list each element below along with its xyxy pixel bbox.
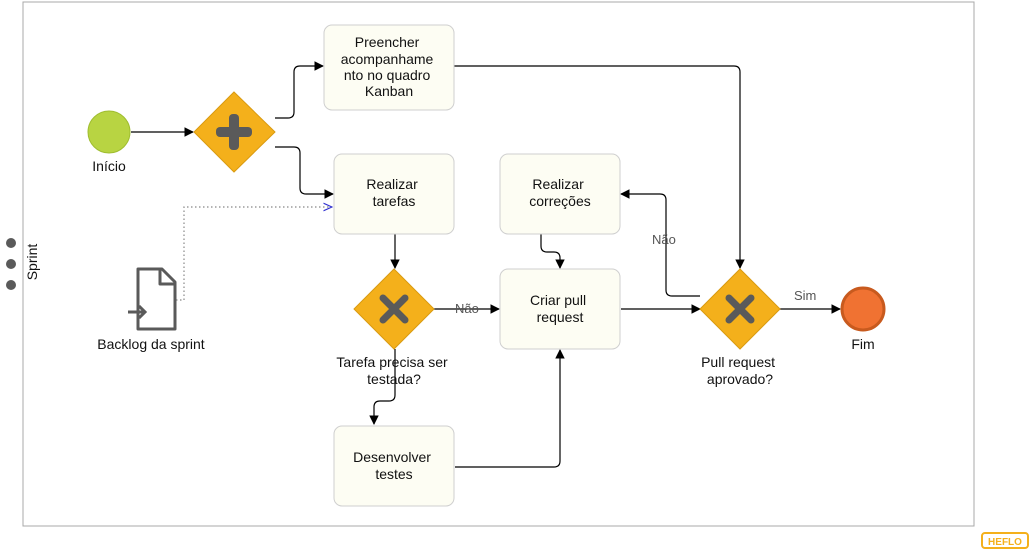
data-object-label: Backlog da sprint <box>97 336 205 352</box>
start-event-label: Início <box>92 158 126 174</box>
flow-parallel-to-kanban <box>275 61 324 119</box>
task-criar-pull-request[interactable]: Criar pull request <box>499 268 621 350</box>
flow-parallel-to-tarefas <box>275 146 334 199</box>
gateway-label-tarefa-testada: Tarefa precisa ser testada? <box>336 354 451 387</box>
pool-border <box>22 1 975 527</box>
svg-text:Realizar correções: Realizar correções <box>529 176 590 209</box>
flow-gateway-to-testes <box>369 349 396 425</box>
task-desenvolver-testes[interactable]: Desenvolver testes <box>333 425 455 507</box>
flow-kanban-to-approval <box>454 65 745 269</box>
exclusive-gateway-pull-aprovado[interactable] <box>699 268 781 350</box>
parallel-gateway[interactable] <box>193 91 276 173</box>
gateway-label-pull-aprovado: Pull request aprovado? <box>701 354 779 387</box>
exclusive-gateway-tarefa-testada[interactable] <box>353 268 435 350</box>
task-kanban[interactable]: Preencher acompanhame nto no quadro Kanb… <box>323 24 455 111</box>
flow-correcoes-to-pull <box>540 234 565 269</box>
flow-approval-to-correcoes <box>620 189 700 297</box>
svg-text:Preencher acompanhame: Preencher acompanhame nto no quadro Kanb… <box>341 34 438 99</box>
flow-label-nao-1: Não <box>455 301 479 316</box>
end-event[interactable] <box>840 286 886 332</box>
flow-label-sim: Sim <box>794 288 816 303</box>
pool-label: Sprint <box>24 244 40 281</box>
start-event[interactable] <box>87 110 131 154</box>
data-object-backlog[interactable] <box>136 267 177 331</box>
svg-text:Desenvolver testes: Desenvolver testes <box>353 449 435 482</box>
task-realizar-tarefas[interactable]: Realizar tarefas <box>333 153 455 235</box>
data-input-arrow-icon <box>128 304 148 320</box>
heflo-logo-text: HEFLO <box>988 537 1022 548</box>
flow-testes-to-pull <box>455 349 565 468</box>
end-event-label: Fim <box>851 336 874 352</box>
svg-text:Realizar tarefas: Realizar tarefas <box>366 176 421 209</box>
svg-text:Criar pull request: Criar pull request <box>530 292 590 325</box>
heflo-logo: HEFLO <box>981 532 1029 549</box>
task-realizar-correcoes[interactable]: Realizar correções <box>499 153 621 235</box>
flow-label-nao-2: Não <box>652 232 676 247</box>
association-backlog-to-tarefas <box>176 207 332 301</box>
pool-handle[interactable] <box>6 238 16 290</box>
